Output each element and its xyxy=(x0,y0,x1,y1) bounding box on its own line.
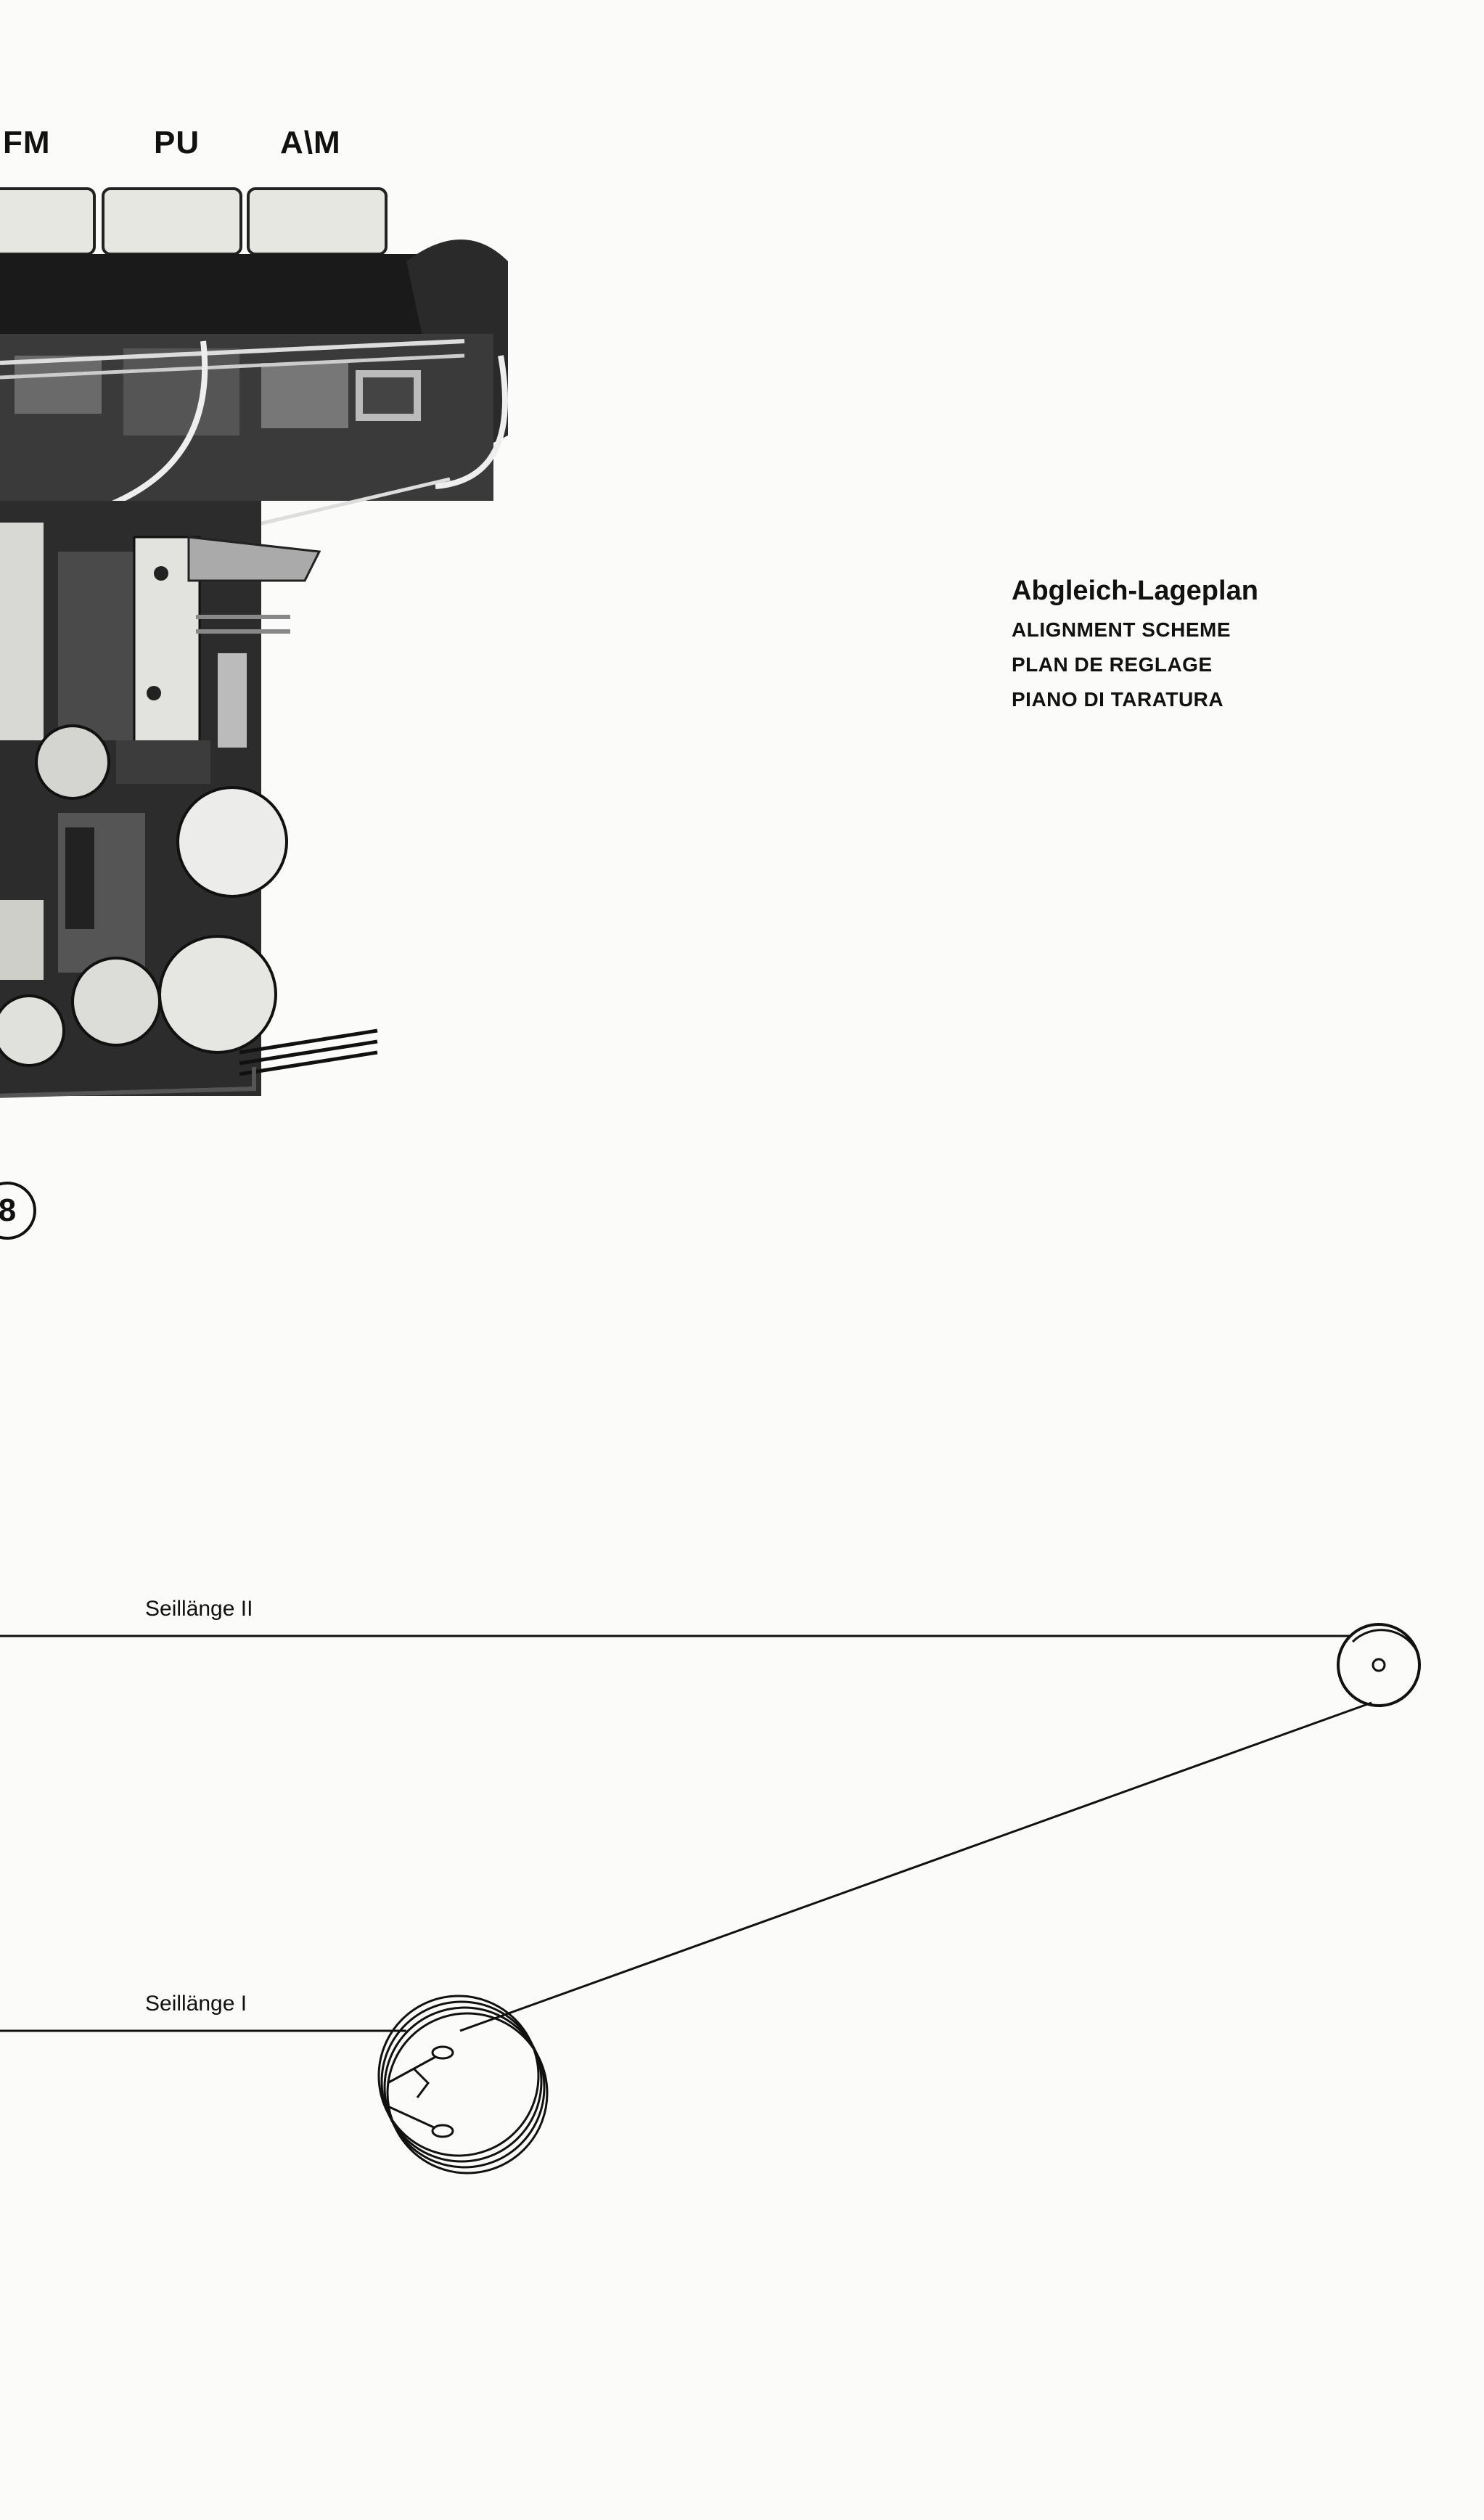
alignment-title: Abgleich-Lageplan xyxy=(1012,576,1258,606)
drum xyxy=(377,1995,549,2175)
alignment-line-en: ALIGNMENT SCHEME xyxy=(1012,618,1231,641)
cord-length-i-label: Seillänge I xyxy=(145,1992,247,2016)
button-label-am: A\M xyxy=(280,125,341,160)
push-button-pu xyxy=(102,187,242,255)
pulley xyxy=(1337,1623,1421,1707)
cord-diagonal xyxy=(459,1701,1372,2032)
push-button-fm xyxy=(0,187,96,255)
button-label-fm: FM xyxy=(3,125,51,160)
chassis-top xyxy=(0,254,486,334)
alignment-title-block: Abgleich-Lageplan ALIGNMENT SCHEME PLAN … xyxy=(1012,573,1418,717)
push-button-am xyxy=(247,187,388,255)
cord-length-ii-label: Seillänge II xyxy=(145,1597,253,1621)
alignment-line-it: PIANO DI TARATURA xyxy=(1012,688,1224,711)
circuit-board-photo xyxy=(0,187,508,1098)
figure-number: 8 xyxy=(0,1182,36,1240)
alignment-line-fr: PLAN DE REGLAGE xyxy=(1012,653,1213,676)
button-label-pu: PU xyxy=(154,125,200,160)
pulley-axle xyxy=(1372,1658,1386,1672)
tension-spring xyxy=(384,2045,454,2138)
dial-cord-diagram xyxy=(0,1623,1421,2175)
